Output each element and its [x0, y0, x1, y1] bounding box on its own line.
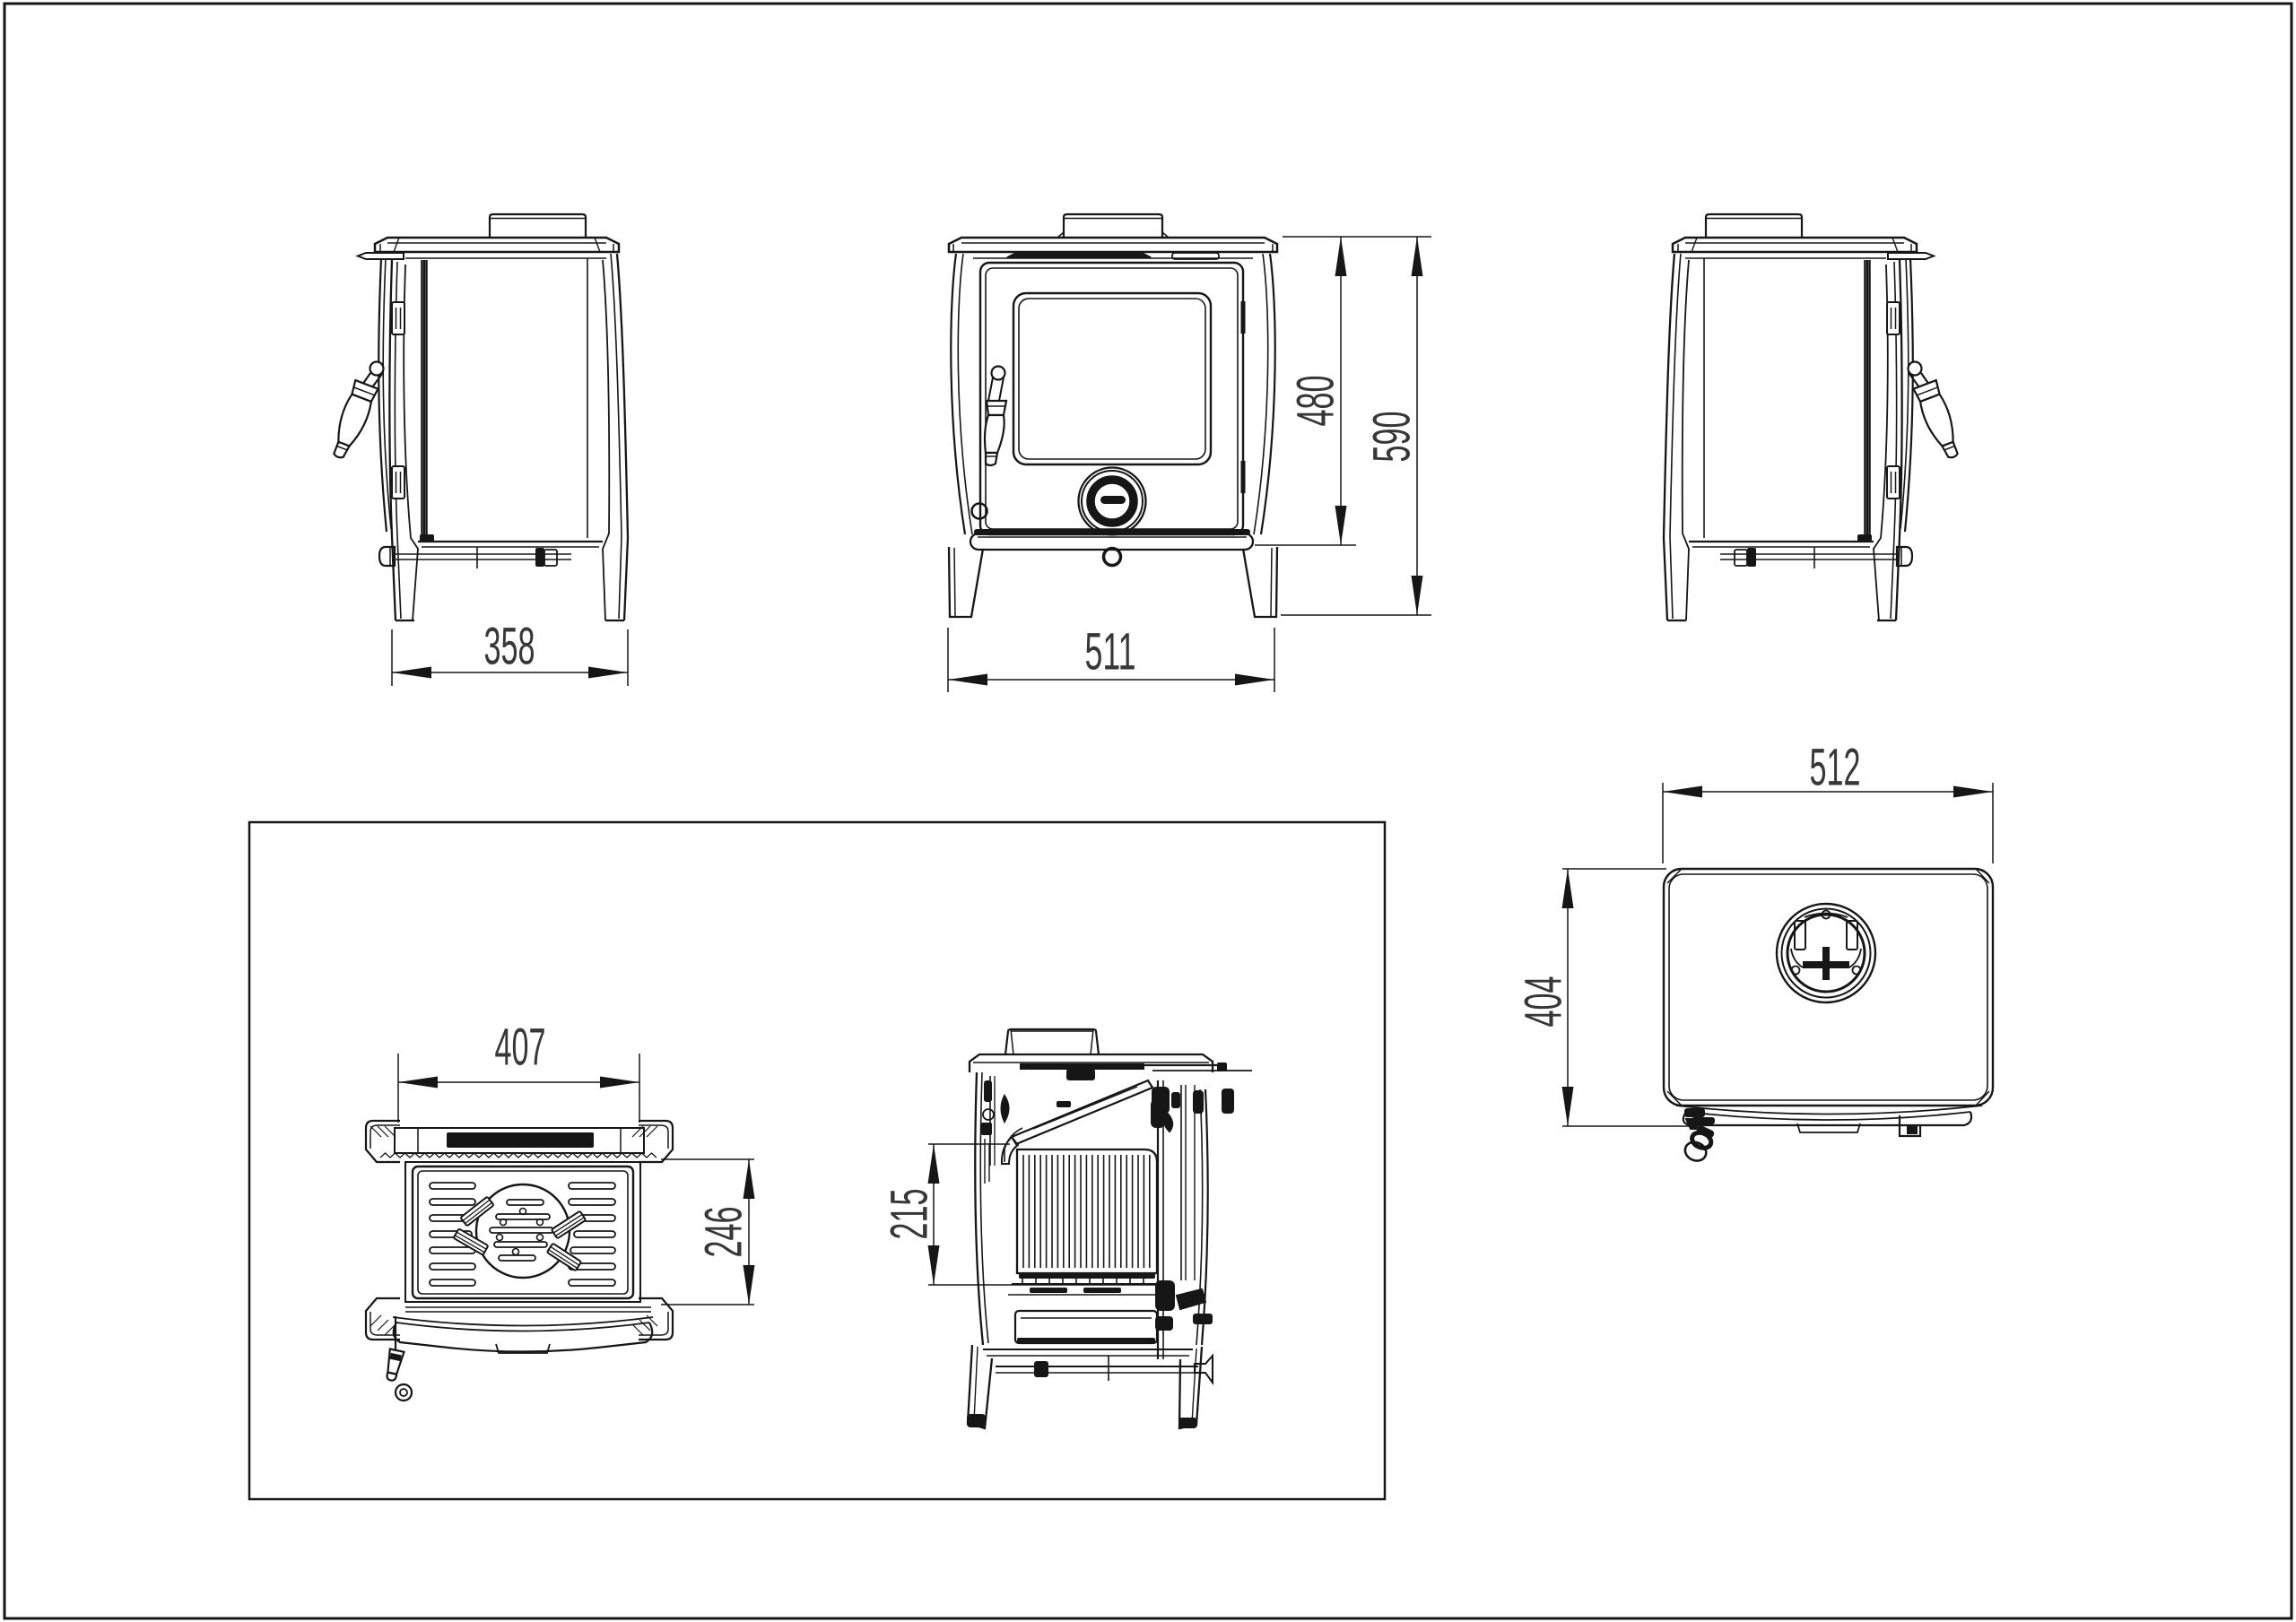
- svg-text:480: 480: [1287, 376, 1345, 427]
- svg-text:404: 404: [1515, 976, 1573, 1028]
- svg-text:358: 358: [484, 618, 535, 676]
- svg-text:590: 590: [1363, 412, 1422, 463]
- svg-text:215: 215: [881, 1189, 939, 1240]
- svg-text:407: 407: [495, 1019, 546, 1077]
- svg-text:511: 511: [1085, 623, 1136, 681]
- svg-text:246: 246: [695, 1207, 753, 1258]
- svg-text:512: 512: [1810, 739, 1861, 797]
